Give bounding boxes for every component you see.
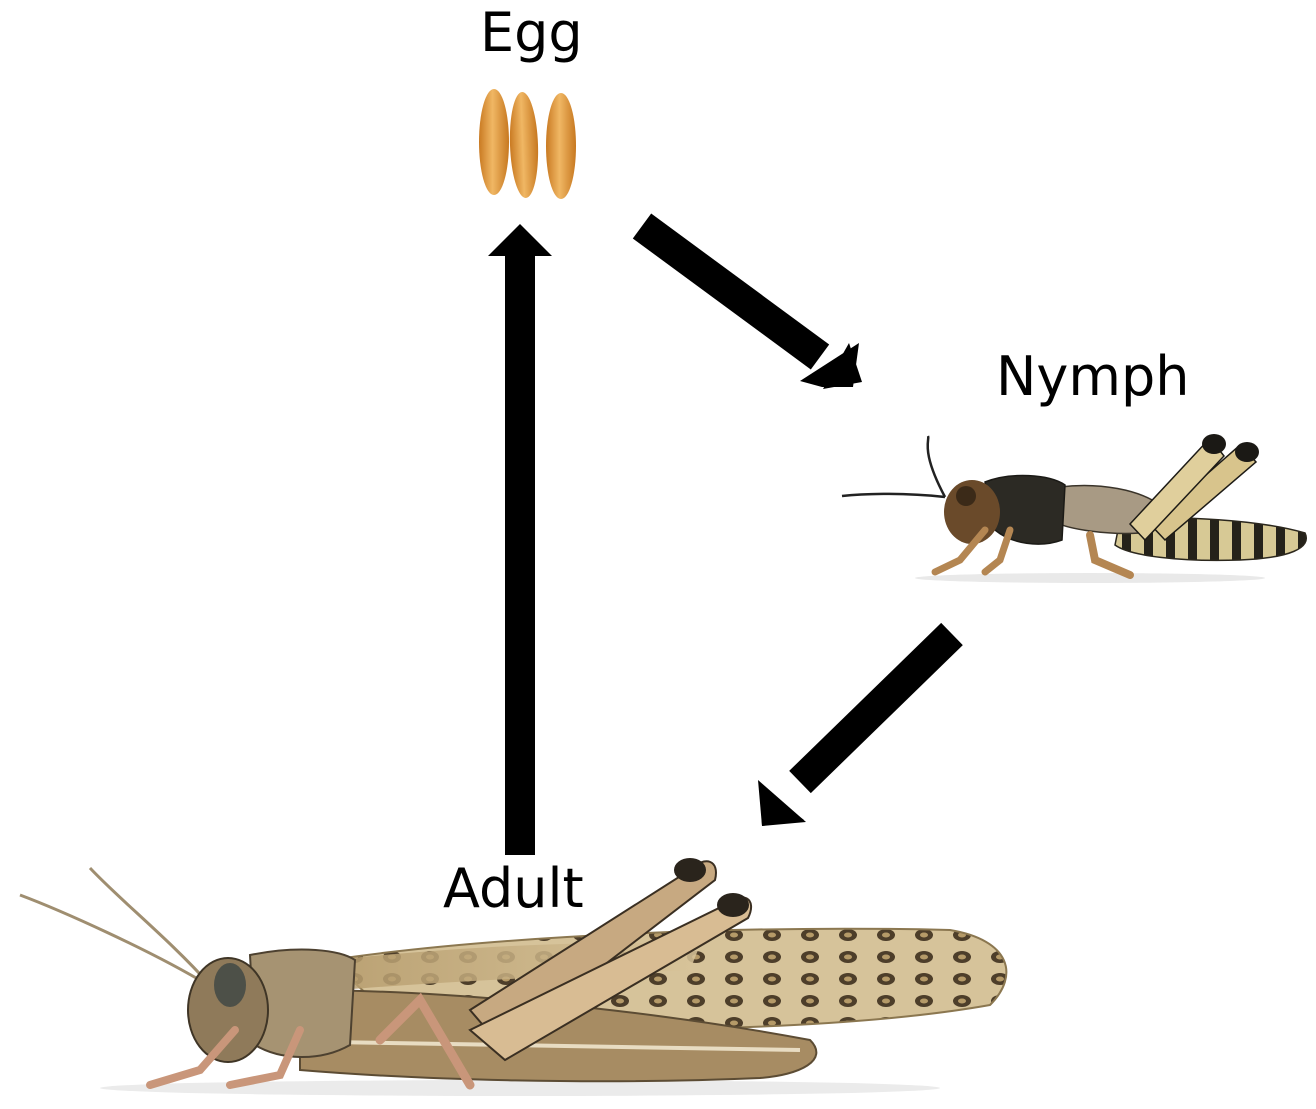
arrow-nymph-to-adult [758,634,952,826]
arrow-egg-to-nymph [642,226,862,389]
arrow-adult-to-egg [488,224,552,855]
egg-label: Egg [480,6,583,60]
eggs-illustration [479,89,576,199]
nymph-locust-illustration [842,434,1306,583]
nymph-label: Nymph [996,350,1189,404]
adult-label: Adult [443,862,584,916]
